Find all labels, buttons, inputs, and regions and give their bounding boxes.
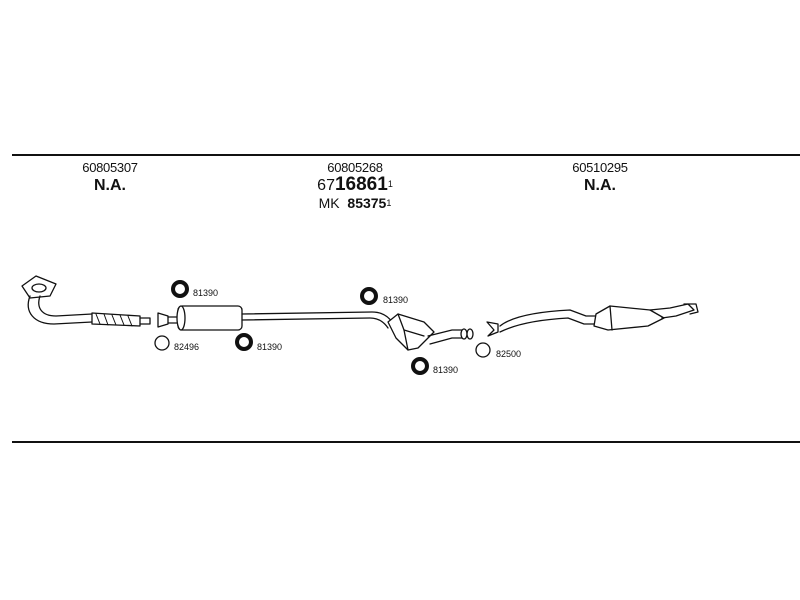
mk-label: MK: [318, 195, 340, 211]
section-rear-silencer: 60510295 N.A.: [550, 160, 650, 195]
fitting-label: 82496: [174, 342, 199, 352]
front-pipe-flange: [21, 275, 57, 299]
alt-prefix: 67: [317, 177, 335, 194]
intermediate-pipe: [427, 328, 474, 345]
top-divider: [12, 154, 800, 156]
fitting-label: 81390: [383, 295, 408, 305]
rubber-ring-fitting: 81390: [360, 287, 408, 305]
fitting-label: 81390: [193, 288, 218, 298]
section-middle-silencer: 60805268 67168611 MK 853751: [295, 160, 415, 211]
gasket-fitting: 82496: [154, 335, 199, 352]
mk-footnote: 1: [386, 198, 392, 208]
part-number: 60510295: [572, 160, 628, 175]
rear-silencer: [499, 303, 699, 333]
middle-silencer: [157, 305, 393, 331]
gasket-fitting: 82500: [475, 342, 521, 359]
alt-number: 16861: [334, 174, 388, 195]
alt-footnote: 1: [387, 179, 393, 189]
fitting-label: 81390: [433, 365, 458, 375]
rubber-ring-fitting: 81390: [171, 280, 218, 298]
bottom-divider: [12, 441, 800, 443]
front-pipe: [27, 295, 151, 327]
rubber-ring-fitting: 81390: [235, 333, 282, 352]
section-front-pipe: 60805307 N.A.: [60, 160, 160, 195]
mk-number: 85375: [347, 195, 387, 211]
fitting-label: 82500: [496, 349, 521, 359]
mk-part-number: MK 853751: [295, 195, 415, 211]
alternative-part-number: 67168611: [295, 175, 415, 195]
rubber-ring-fitting: 81390: [411, 357, 458, 375]
availability-status: N.A.: [584, 177, 616, 194]
rear-pipe-clamp: [486, 321, 499, 337]
fitting-label: 81390: [257, 342, 282, 352]
part-number: 60805268: [327, 160, 383, 175]
availability-status: N.A.: [94, 177, 126, 194]
centre-box: [387, 313, 435, 351]
part-number: 60805307: [82, 160, 138, 175]
fittings: 81390 82496 81390 81390 81390 82500: [154, 280, 521, 375]
